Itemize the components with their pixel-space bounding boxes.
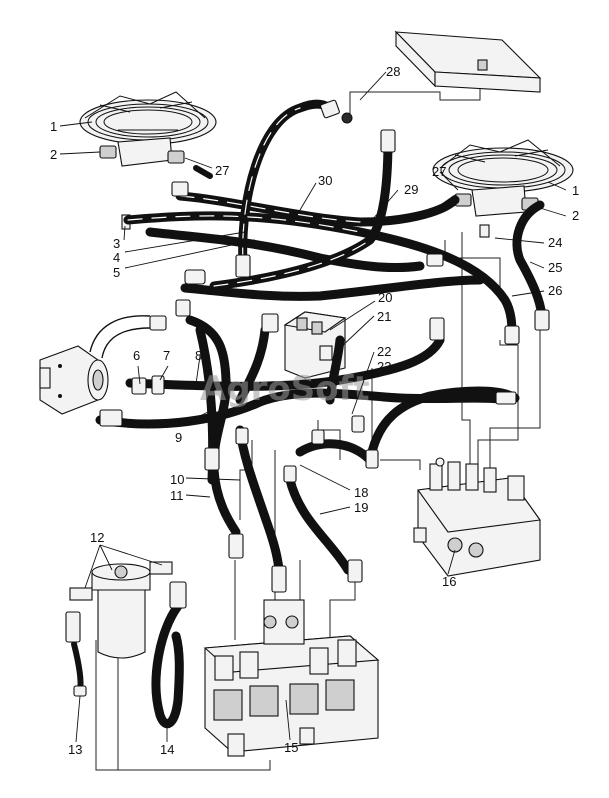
- callout-25: 25: [548, 260, 562, 275]
- callout-18: 18: [354, 485, 368, 500]
- callout-28: 28: [386, 64, 400, 79]
- callout-15: 15: [284, 740, 298, 755]
- callout-2-right: 2: [572, 208, 579, 223]
- callout-1-right: 1: [572, 183, 579, 198]
- watermark: AgroSoft: [200, 369, 370, 409]
- callout-labels: 1 1 2 2 3 4 5 6 7 8 9 10 11 12 13 14 15 …: [50, 64, 579, 757]
- callout-29: 29: [404, 182, 418, 197]
- callout-20: 20: [378, 290, 392, 305]
- callout-26: 26: [548, 283, 562, 298]
- callout-2-left: 2: [50, 147, 57, 162]
- callout-5: 5: [113, 265, 120, 280]
- hose-fittings: [65, 99, 550, 697]
- callout-14: 14: [160, 742, 174, 757]
- callout-30: 30: [318, 173, 332, 188]
- callout-12: 12: [90, 530, 104, 545]
- callout-16: 16: [442, 574, 456, 589]
- callout-9: 9: [175, 430, 182, 445]
- callout-6: 6: [133, 348, 140, 363]
- callout-27-right: 27: [432, 164, 446, 179]
- main-valve-bank: [203, 599, 380, 757]
- callout-24: 24: [548, 235, 562, 250]
- callout-23: 23: [377, 359, 391, 374]
- callout-1-left: 1: [50, 119, 57, 134]
- hydraulic-pump: [39, 345, 109, 415]
- callout-19: 19: [354, 500, 368, 515]
- callout-22: 22: [377, 344, 391, 359]
- reservoir-box: [341, 30, 542, 124]
- callout-3: 3: [113, 236, 120, 251]
- callout-21: 21: [377, 309, 391, 324]
- center-valve-block: [283, 311, 347, 379]
- callout-8: 8: [195, 348, 202, 363]
- callout-11: 11: [170, 488, 184, 503]
- oil-filter: [69, 561, 173, 659]
- callout-10: 10: [170, 472, 184, 487]
- right-valve-bank: [413, 457, 541, 577]
- leader-lines: [59, 71, 567, 743]
- callout-27-left: 27: [215, 163, 229, 178]
- callout-4: 4: [113, 250, 120, 265]
- left-fan-assembly: [79, 91, 217, 230]
- right-fan-assembly: [432, 139, 574, 238]
- callout-7: 7: [163, 348, 170, 363]
- callout-13: 13: [68, 742, 82, 757]
